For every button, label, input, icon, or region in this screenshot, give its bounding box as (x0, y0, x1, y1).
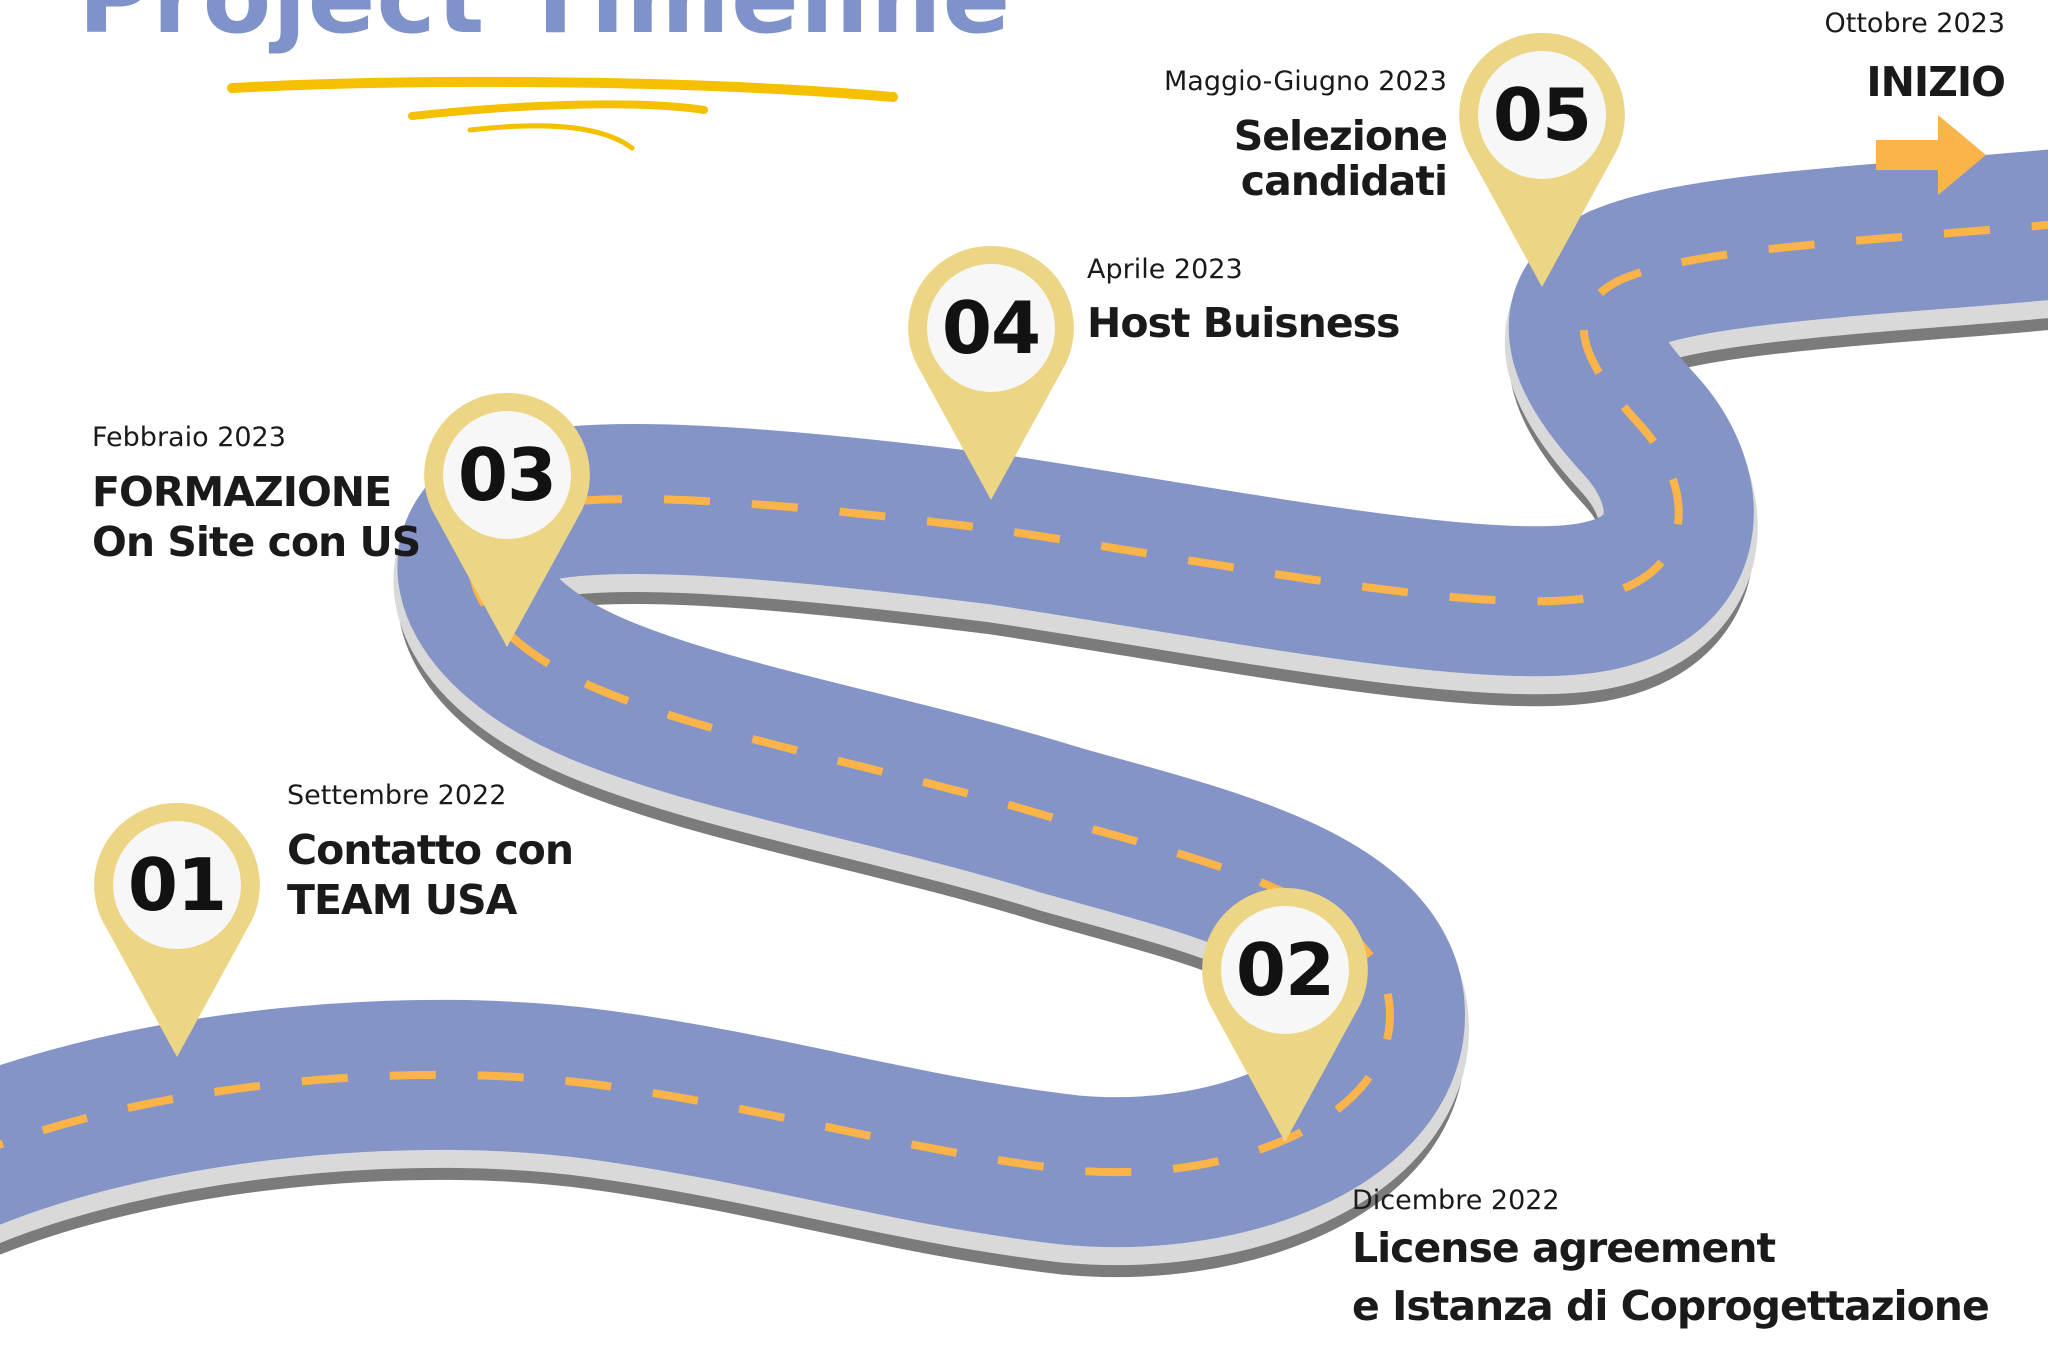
milestone-number: 01 (127, 843, 227, 927)
milestone-02-title-line1: License agreement (1352, 1224, 1776, 1272)
start-date: Ottobre 2023 (1824, 8, 2006, 39)
milestone-01-date: Settembre 2022 (287, 780, 507, 811)
milestone-05-title-line1: Selezione (1233, 112, 1448, 160)
milestone-03-title-line1: FORMAZIONE (92, 468, 392, 516)
milestone-number: 04 (941, 286, 1041, 370)
title-underline (227, 76, 898, 151)
map-pin-icon (94, 802, 260, 1057)
milestone-05-title-line2: candidati (1240, 157, 1448, 205)
page-title: Project Timeline (78, 0, 1011, 48)
milestone-04-date: Aprile 2023 (1087, 254, 1243, 285)
milestone-02-date: Dicembre 2022 (1352, 1185, 1560, 1216)
map-pin-icon (424, 392, 590, 647)
milestone-pin-01: 01 (92, 800, 262, 1060)
milestone-pin-04: 04 (906, 243, 1076, 503)
milestone-pin-05: 05 (1457, 30, 1627, 290)
milestone-pin-03: 03 (422, 390, 592, 650)
milestone-01-title-line2: TEAM USA (287, 876, 517, 924)
milestone-03-title-line2: On Site con US (92, 518, 421, 566)
milestone-number: 03 (457, 433, 557, 517)
milestone-number: 05 (1492, 73, 1592, 157)
arrow-right-icon (1876, 115, 1986, 195)
milestone-02-title-line2: e Istanza di Coprogettazione (1352, 1282, 1990, 1330)
map-pin-icon (1459, 32, 1625, 288)
milestone-04-title-line1: Host Buisness (1087, 299, 1400, 347)
map-pin-icon (908, 245, 1074, 500)
milestone-pin-02: 02 (1200, 885, 1370, 1145)
milestone-03-date: Febbraio 2023 (92, 422, 286, 453)
start-label: INIZIO (1866, 58, 2006, 106)
map-pin-icon (1202, 887, 1368, 1142)
milestone-01-title-line1: Contatto con (287, 826, 574, 874)
milestone-05-date: Maggio-Giugno 2023 (1164, 66, 1447, 97)
milestone-number: 02 (1235, 928, 1335, 1012)
